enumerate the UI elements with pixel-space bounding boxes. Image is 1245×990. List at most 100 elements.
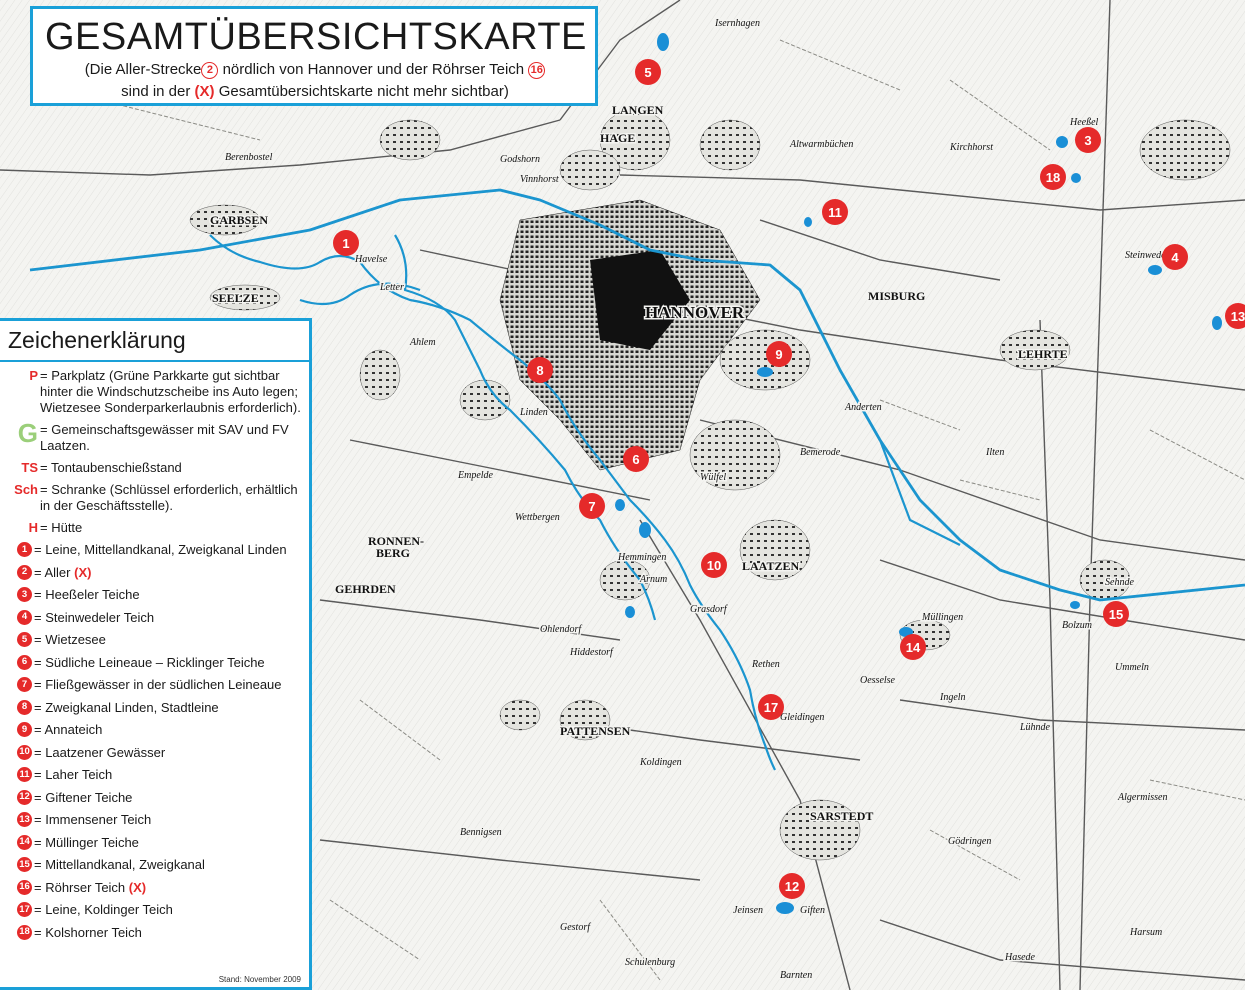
legend-key-row: Sch= Schranke (Schlüssel erforderlich, e… <box>6 482 303 514</box>
legend-water-row: 17= Leine, Koldinger Teich <box>6 902 303 918</box>
legend-date: Stand: November 2009 <box>218 975 301 984</box>
legend-water-row: 14= Müllinger Teiche <box>6 834 303 851</box>
legend-water-text: = Steinwedeler Teich <box>34 610 303 626</box>
marker-number: 4 <box>1171 250 1179 265</box>
legend-number-badge: 9 <box>17 722 32 737</box>
mittellandkanal <box>29 188 1245 602</box>
river <box>299 282 421 306</box>
legend-number-badge: 7 <box>17 677 32 692</box>
place-label: Bolzum <box>1062 620 1092 631</box>
water-marker-8[interactable]: 8 <box>527 357 553 383</box>
legend-water-text: = Leine, Koldinger Teich <box>34 902 303 918</box>
water-marker-9[interactable]: 9 <box>766 341 792 367</box>
marker-number: 5 <box>644 65 651 80</box>
legend-number-badge: 11 <box>17 767 32 782</box>
marker-circle <box>623 446 649 472</box>
place-label: HANNOVER <box>645 303 745 322</box>
legend-water-text: = Annateich <box>34 722 303 738</box>
legend-water-number: 5 <box>6 632 34 647</box>
place-label: Gestorf <box>560 922 591 933</box>
marker-circle <box>758 694 784 720</box>
legend-water-text: = Kolshorner Teich <box>34 925 303 941</box>
marker-number: 6 <box>632 452 639 467</box>
legend-water-number: 10 <box>6 744 34 760</box>
water-marker-12[interactable]: 12 <box>779 873 805 899</box>
marker-circle <box>1075 127 1101 153</box>
legend-water-label: = Aller <box>34 564 71 580</box>
water-marker-7[interactable]: 7 <box>579 493 605 519</box>
marker-circle <box>900 634 926 660</box>
water-marker-17[interactable]: 17 <box>758 694 784 720</box>
settlements <box>189 109 1231 861</box>
water-marker-15[interactable]: 15 <box>1103 601 1129 627</box>
marker-number: 14 <box>906 640 921 655</box>
legend-water-text: = Laher Teich <box>34 767 303 783</box>
place-label: Koldingen <box>639 757 682 768</box>
legend-water-row: 18= Kolshorner Teich <box>6 924 303 941</box>
legend-water-text: = Südliche Leineaue – Ricklinger Teiche <box>34 655 303 671</box>
legend-number-badge: 18 <box>17 924 32 940</box>
subtitle-badge-16: 16 <box>528 61 546 79</box>
legend-water-text: = Immensener Teich <box>34 812 303 828</box>
place-label: Algermissen <box>1117 792 1167 803</box>
pond <box>657 33 669 51</box>
place-label: LEHRTE <box>1018 347 1068 361</box>
legend-key-symbol: G <box>17 418 38 448</box>
legend-water-text: = Röhrser Teich (X) <box>34 880 303 896</box>
water-marker-18[interactable]: 18 <box>1040 164 1066 190</box>
place-label: Vinnhorst <box>520 174 559 185</box>
place-label: Steinwedel <box>1125 250 1169 261</box>
legend-water-label: = Laatzener Gewässer <box>34 744 166 760</box>
water-marker-6[interactable]: 6 <box>623 446 649 472</box>
legend-water-text: = Zweigkanal Linden, Stadtleine <box>34 700 303 716</box>
place-label: Linden <box>519 407 548 418</box>
legend-water-text: = Aller (X) <box>34 565 303 581</box>
legend-water-text: = Fließgewässer in der südlichen Leineau… <box>34 677 303 693</box>
water-marker-3[interactable]: 3 <box>1075 127 1101 153</box>
marker-number: 15 <box>1109 607 1123 622</box>
place-label: Gleidingen <box>780 712 824 723</box>
water-marker-11[interactable]: 11 <box>822 199 848 225</box>
legend-water-label: = Wietzesee <box>34 632 106 647</box>
marker-circle <box>1040 164 1066 190</box>
legend-water-text: = Heeßeler Teiche <box>34 587 303 603</box>
place-label: PATTENSEN <box>560 724 631 738</box>
marker-circle <box>579 493 605 519</box>
place-label: Hemmingen <box>617 552 666 563</box>
subtitle-part-1: (Die Aller-Strecke <box>84 61 202 78</box>
legend-water-row: 5= Wietzesee <box>6 632 303 648</box>
place-label: Hiddestorf <box>569 647 614 658</box>
place-label: Ilten <box>985 447 1004 458</box>
subtitle-marker-x: (X) <box>194 83 215 100</box>
legend-key-symbol: H <box>28 520 38 535</box>
legend-water-row: 2= Aller (X) <box>6 564 303 581</box>
legend-number-badge: 2 <box>17 564 32 580</box>
water-marker-5[interactable]: 5 <box>635 59 661 85</box>
legend-water-text: = Laatzener Gewässer <box>34 745 303 761</box>
legend-number-badge: 16 <box>17 879 32 895</box>
legend-water-row: 15= Mittellandkanal, Zweigkanal <box>6 857 303 873</box>
legend-key-text: = Parkplatz (Grüne Parkkarte gut sichtba… <box>40 368 301 415</box>
pond <box>1070 601 1080 609</box>
place-label: Müllingen <box>921 612 963 623</box>
marker-number: 18 <box>1046 170 1060 185</box>
water-marker-10[interactable]: 10 <box>701 552 727 578</box>
water-marker-13[interactable]: 13 <box>1225 303 1245 329</box>
legend-water-row: 7= Fließgewässer in der südlichen Leinea… <box>6 677 303 693</box>
water-marker-1[interactable]: 1 <box>333 230 359 256</box>
place-label: Gödringen <box>948 836 991 847</box>
water-marker-4[interactable]: 4 <box>1162 244 1188 270</box>
place-label: Barnten <box>780 970 812 981</box>
legend-water-text: = Leine, Mittellandkanal, Zweigkanal Lin… <box>34 542 303 558</box>
place-label: Letter <box>379 282 404 293</box>
marker-number: 3 <box>1084 133 1091 148</box>
place-label: SEELZE <box>212 291 259 305</box>
marker-number: 11 <box>828 205 842 220</box>
legend-panel: Zeichenerklärung P= Parkplatz (Grüne Par… <box>0 318 312 990</box>
legend-number-badge: 14 <box>17 834 32 850</box>
water-marker-14[interactable]: 14 <box>900 634 926 660</box>
pond <box>1148 265 1162 275</box>
place-label: Arnum <box>639 574 667 585</box>
legend-number-badge: 15 <box>17 857 32 872</box>
